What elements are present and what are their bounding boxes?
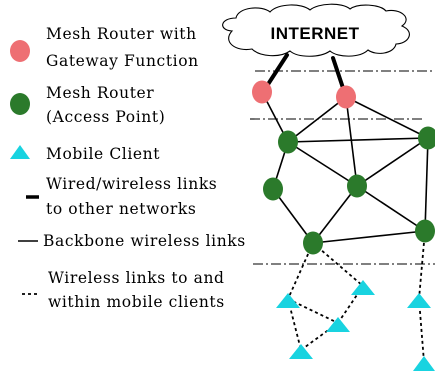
mobile-client-node xyxy=(289,344,313,359)
backbone-link xyxy=(356,137,429,187)
mobile-client-node xyxy=(407,293,431,308)
legend-gateway-label-1: Mesh Router with xyxy=(46,25,197,43)
legend-client-label: Mobile Client xyxy=(46,145,160,163)
cloud-icon xyxy=(222,3,410,57)
mesh-router-node xyxy=(418,126,435,150)
gateway-router-node xyxy=(252,80,272,104)
legend-wired-label-2: to other networks xyxy=(46,200,196,218)
mesh-router-node xyxy=(347,174,367,198)
backbone-link xyxy=(356,185,426,232)
mobile-clients xyxy=(276,280,435,371)
backbone-link xyxy=(287,137,429,143)
backbone-link xyxy=(272,188,314,244)
client-link xyxy=(287,242,314,300)
legend-mobile-client-icon xyxy=(10,145,30,159)
internet-cloud: INTERNET xyxy=(222,3,410,57)
legend: Mesh Router with Gateway Function Mesh R… xyxy=(10,25,246,311)
backbone-link xyxy=(312,230,426,244)
gateway-router-node xyxy=(336,85,356,109)
client-link xyxy=(418,230,426,300)
backbone-link xyxy=(287,141,358,187)
legend-gateway-router-icon xyxy=(10,40,30,62)
backbone-link xyxy=(312,185,358,244)
mesh-router-node xyxy=(415,219,435,243)
legend-wired-label-1: Wired/wireless links xyxy=(46,175,217,193)
mesh-routers xyxy=(263,126,435,255)
legend-router-label-2: (Access Point) xyxy=(46,108,165,126)
backbone-links xyxy=(261,91,429,244)
backbone-link xyxy=(287,96,347,143)
mesh-router-node xyxy=(278,130,298,154)
mesh-router-node xyxy=(303,231,323,255)
internet-links xyxy=(261,53,348,99)
mobile-client-node xyxy=(326,317,350,332)
client-link xyxy=(418,298,425,363)
mobile-client-node xyxy=(351,280,375,295)
mobile-client-node xyxy=(413,356,435,371)
backbone-link xyxy=(345,96,358,187)
mobile-client-node xyxy=(276,293,300,308)
tier-separators xyxy=(250,70,435,265)
backbone-link xyxy=(424,137,429,232)
legend-mesh-router-icon xyxy=(10,93,30,115)
legend-backbone-label: Backbone wireless links xyxy=(43,232,246,250)
legend-gateway-label-2: Gateway Function xyxy=(46,52,199,70)
legend-clientlinks-label-2: within mobile clients xyxy=(48,293,225,311)
mesh-router-node xyxy=(263,177,283,201)
gateway-routers xyxy=(252,80,356,109)
backbone-link xyxy=(345,96,429,139)
legend-clientlinks-label-1: Wireless links to and xyxy=(48,269,225,287)
cloud-label: INTERNET xyxy=(271,24,360,43)
client-link xyxy=(312,242,364,287)
legend-router-label-1: Mesh Router xyxy=(46,84,154,102)
